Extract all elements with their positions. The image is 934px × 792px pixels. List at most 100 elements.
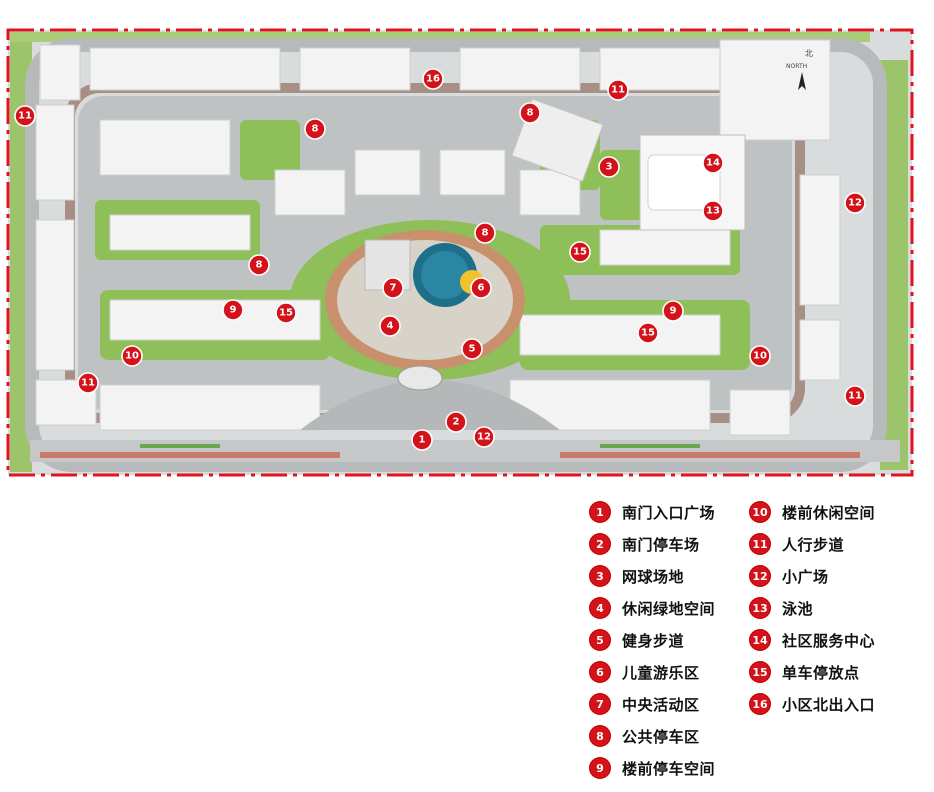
- svg-text:12: 12: [848, 198, 862, 209]
- perimeter-road: [25, 38, 887, 472]
- legend-label: 人行步道: [782, 535, 845, 554]
- svg-text:11: 11: [848, 391, 862, 402]
- legend-label: 小广场: [782, 567, 829, 586]
- legend-number: 11: [750, 534, 770, 554]
- map-marker: 15: [569, 241, 591, 263]
- west-buildings: [35, 104, 231, 426]
- south-road: [30, 440, 900, 462]
- south-green-strip-east: [600, 444, 700, 448]
- svg-text:5: 5: [469, 344, 476, 355]
- legend-label: 南门入口广场: [622, 503, 716, 522]
- map-marker: 11: [77, 372, 99, 394]
- north-cn-label: 北: [805, 49, 813, 58]
- south-green-strip: [140, 444, 220, 448]
- map-marker: 8: [519, 102, 541, 124]
- map-marker: 7: [382, 277, 404, 299]
- map-marker: 5: [461, 338, 483, 360]
- map-marker: 14: [702, 152, 724, 174]
- map-marker: 15: [637, 322, 659, 344]
- south-buildings: [99, 379, 711, 431]
- map-marker: 8: [248, 254, 270, 276]
- svg-text:6: 6: [478, 283, 485, 294]
- svg-text:11: 11: [18, 111, 32, 122]
- legend-item: 2 南门停车场: [590, 532, 700, 556]
- legend-number: 14: [750, 630, 770, 650]
- svg-text:15: 15: [641, 328, 655, 339]
- legend-label: 中央活动区: [622, 695, 700, 714]
- svg-text:12: 12: [477, 432, 491, 443]
- svg-text:13: 13: [706, 206, 720, 217]
- north-green-belt: [10, 32, 870, 42]
- legend-label: 小区北出入口: [782, 695, 876, 714]
- south-track: [40, 452, 340, 458]
- legend-number: 9: [590, 758, 610, 778]
- map-marker: 12: [473, 426, 495, 448]
- crescent-buildings: [109, 149, 731, 356]
- legend-number: 13: [750, 598, 770, 618]
- legend-item: 13 泳池: [750, 596, 813, 620]
- south-track-east: [560, 452, 860, 458]
- legend-label: 社区服务中心: [782, 631, 876, 650]
- map-marker: 10: [121, 345, 143, 367]
- svg-text:10: 10: [753, 351, 767, 362]
- svg-text:15: 15: [573, 247, 587, 258]
- svg-text:11: 11: [611, 85, 625, 96]
- svg-text:3: 3: [606, 162, 613, 173]
- north-arrow: 北 NORTH: [786, 49, 813, 90]
- legend-number: 16: [750, 694, 770, 714]
- svg-text:1: 1: [419, 435, 426, 446]
- map-marker: 12: [844, 192, 866, 214]
- legend-label: 楼前休闲空间: [782, 503, 876, 522]
- svg-text:4: 4: [387, 321, 394, 332]
- svg-text:8: 8: [256, 260, 263, 271]
- legend-label: 泳池: [782, 599, 814, 618]
- map-marker: 11: [844, 385, 866, 407]
- legend-label: 单车停放点: [782, 663, 860, 682]
- north-en-label: NORTH: [786, 63, 807, 70]
- svg-text:9: 9: [230, 305, 237, 316]
- map-markers: 1 2 3 4 5 6 7 8 8 8 8 8 9 9 10 10 11 11 …: [14, 68, 866, 451]
- pool-deck: [647, 154, 721, 211]
- svg-text:11: 11: [81, 378, 95, 389]
- site-boundary: [6, 28, 914, 477]
- svg-text:10: 10: [125, 351, 139, 362]
- svg-text:7: 7: [390, 283, 397, 294]
- legend-number: 2: [590, 534, 610, 554]
- legend-label: 楼前停车空间: [622, 759, 716, 778]
- map-marker: 13: [702, 200, 724, 222]
- svg-text:8: 8: [312, 124, 319, 135]
- legend-item: 7 中央活动区: [590, 692, 700, 716]
- map-marker: 9: [662, 300, 684, 322]
- svg-text:2: 2: [453, 417, 460, 428]
- svg-text:15: 15: [279, 308, 293, 319]
- legend-label: 健身步道: [622, 631, 685, 650]
- svg-text:14: 14: [706, 158, 720, 169]
- map-marker: 10: [749, 345, 771, 367]
- svg-text:8: 8: [527, 108, 534, 119]
- map-marker: 3: [598, 156, 620, 178]
- legend-number: 7: [590, 694, 610, 714]
- legend-item: 16 小区北出入口: [750, 692, 875, 716]
- map-marker: 1: [411, 429, 433, 451]
- map-marker: 11: [607, 79, 629, 101]
- legend-label: 南门停车场: [622, 535, 700, 554]
- legend-label: 休闲绿地空间: [622, 599, 716, 618]
- legend-number: 3: [590, 566, 610, 586]
- east-buildings: [729, 174, 841, 436]
- map-marker: 11: [14, 105, 36, 127]
- legend-label: 儿童游乐区: [622, 663, 700, 682]
- map-marker: 2: [445, 411, 467, 433]
- map-marker: 6: [470, 277, 492, 299]
- map-marker: 16: [422, 68, 444, 90]
- legend-item: 9 楼前停车空间: [590, 756, 715, 780]
- legend-number: 6: [590, 662, 610, 682]
- map-marker: 8: [474, 222, 496, 244]
